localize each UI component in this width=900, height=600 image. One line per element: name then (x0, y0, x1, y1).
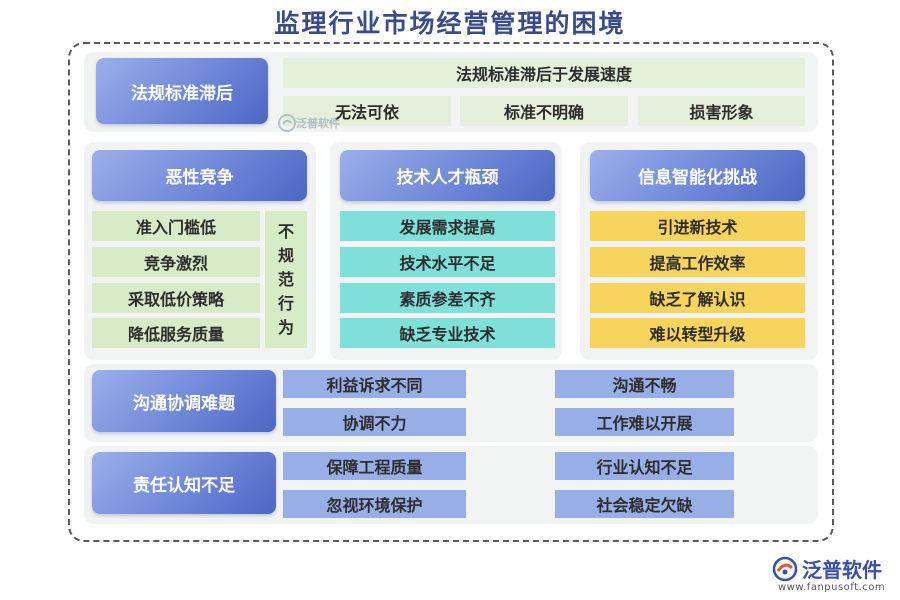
header-responsibility: 责任认知不足 (92, 452, 276, 514)
talent-item-1: 发展需求提高 (340, 211, 555, 241)
diagram-title: 监理行业市场经营管理的困境 (274, 9, 626, 38)
brand-name: 泛普软件 (802, 558, 882, 582)
side-char: 行 (277, 293, 294, 313)
brand-logo: 泛普软件 (772, 554, 882, 583)
digital-item-1: 引进新技术 (590, 211, 805, 241)
watermark: 泛普软件 (278, 114, 340, 132)
regulations-item-1: 无法可依 (283, 96, 451, 126)
communication-right-1: 沟通不畅 (555, 370, 734, 398)
side-char: 不 (277, 221, 294, 241)
digital-item-2: 提高工作效率 (590, 247, 805, 277)
side-char: 为 (277, 317, 294, 337)
brand-url: www.fanpusoft.com (778, 582, 886, 593)
responsibility-left-1: 保障工程质量 (283, 452, 466, 480)
watermark-text: 泛普软件 (296, 117, 340, 130)
header-talent: 技术人才瓶颈 (340, 150, 555, 201)
competition-item-2: 竞争激烈 (92, 247, 260, 277)
communication-right-2: 工作难以开展 (555, 408, 734, 436)
competition-item-4: 降低服务质量 (92, 318, 260, 348)
communication-left-1: 利益诉求不同 (283, 370, 466, 398)
regulations-item-3: 损害形象 (638, 96, 805, 126)
regulations-item-2: 标准不明确 (460, 96, 628, 126)
communication-left-2: 协调不力 (283, 408, 466, 436)
header-communication: 沟通协调难题 (92, 370, 276, 432)
brand-logo-icon (772, 556, 798, 581)
header-digital: 信息智能化挑战 (590, 150, 805, 201)
digital-item-3: 缺乏了解认识 (590, 283, 805, 313)
responsibility-right-2: 社会稳定欠缺 (555, 490, 734, 518)
talent-item-3: 素质参差不齐 (340, 283, 555, 313)
side-char: 范 (277, 269, 294, 289)
dashed-frame (68, 42, 834, 542)
header-competition: 恶性竞争 (92, 150, 307, 201)
responsibility-left-2: 忽视环境保护 (283, 490, 466, 518)
watermark-logo-icon (278, 114, 296, 132)
competition-side-label: 不 规 范 行 为 (265, 211, 307, 348)
responsibility-right-1: 行业认知不足 (555, 452, 734, 480)
competition-item-3: 采取低价策略 (92, 283, 260, 313)
side-char: 规 (277, 245, 294, 265)
talent-item-2: 技术水平不足 (340, 247, 555, 277)
competition-item-1: 准入门槛低 (92, 211, 260, 241)
regulations-top-item: 法规标准滞后于发展速度 (283, 58, 805, 88)
talent-item-4: 缺乏专业技术 (340, 318, 555, 348)
header-regulations: 法规标准滞后 (96, 58, 268, 124)
digital-item-4: 难以转型升级 (590, 318, 805, 348)
